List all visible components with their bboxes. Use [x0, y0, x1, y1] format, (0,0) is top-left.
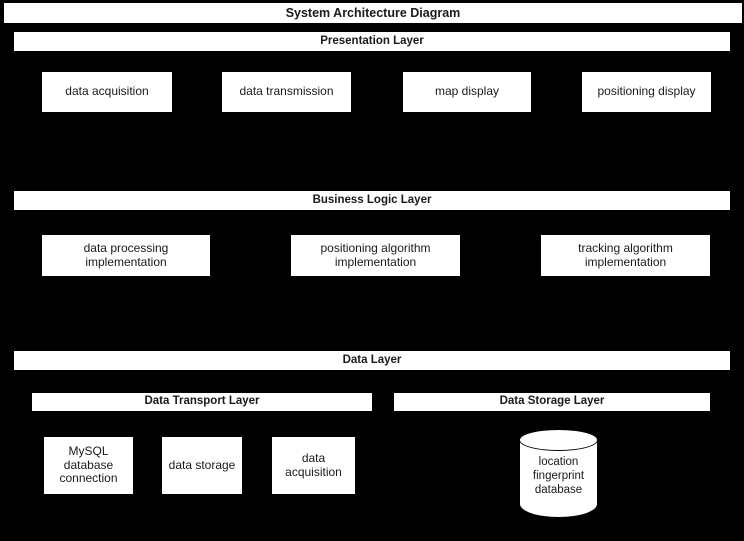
- presentation-box-data-transmission[interactable]: data transmission: [221, 71, 352, 113]
- presentation-layer-header: Presentation Layer: [13, 31, 731, 52]
- presentation-box-data-acquisition[interactable]: data acquisition: [41, 71, 173, 113]
- database-cylinder-body: [519, 440, 598, 518]
- presentation-box-map-display[interactable]: map display: [402, 71, 532, 113]
- business-box-tracking-algorithm-implementation[interactable]: tracking algorithm implementation: [540, 234, 711, 277]
- data-layer-header: Data Layer: [13, 350, 731, 371]
- diagram-title: System Architecture Diagram: [3, 2, 743, 24]
- database-cylinder-top-ellipse-icon: [519, 429, 598, 451]
- data-box-data-acquisition[interactable]: data acquisition: [271, 436, 356, 495]
- database-cylinder-label: location fingerprint database: [532, 456, 585, 497]
- data-storage-layer-header: Data Storage Layer: [393, 392, 711, 412]
- data-box-mysql-database-connection[interactable]: MySQL database connection: [43, 436, 134, 495]
- business-box-positioning-algorithm-implementation[interactable]: positioning algorithm implementation: [290, 234, 461, 277]
- location-fingerprint-database-cylinder[interactable]: location fingerprint database: [519, 429, 598, 518]
- business-logic-layer-header: Business Logic Layer: [13, 190, 731, 211]
- data-transport-layer-header: Data Transport Layer: [31, 392, 373, 412]
- business-box-data-processing-implementation[interactable]: data processing implementation: [41, 234, 211, 277]
- presentation-box-positioning-display[interactable]: positioning display: [581, 71, 712, 113]
- data-box-data-storage[interactable]: data storage: [161, 436, 243, 495]
